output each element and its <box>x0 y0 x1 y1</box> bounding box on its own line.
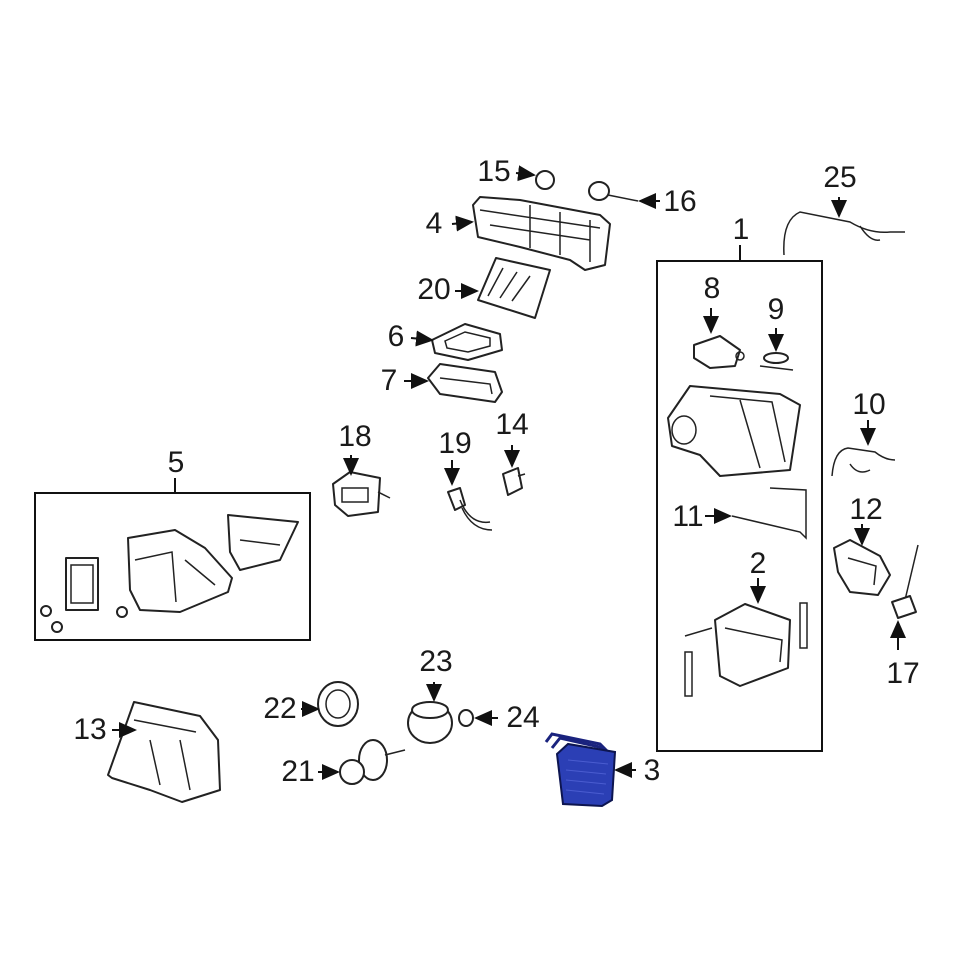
callout-6: 6 <box>387 320 405 353</box>
part-15-cap <box>515 165 555 190</box>
part-4-duct <box>451 196 611 271</box>
part-13-case <box>107 701 221 803</box>
callout-21: 21 <box>281 755 315 788</box>
callout-11: 11 <box>672 500 704 533</box>
part-5-contents <box>40 514 299 633</box>
callout-5: 5 <box>167 446 185 479</box>
part-17-sensor <box>890 544 919 650</box>
part-22-ring <box>301 681 359 727</box>
callout-22: 22 <box>263 692 297 725</box>
callout-2: 2 <box>749 547 767 580</box>
callout-13: 13 <box>73 713 107 746</box>
callout-1: 1 <box>732 213 750 246</box>
part-2-housing <box>684 578 808 697</box>
part-24-nut <box>458 709 498 727</box>
callout-23: 23 <box>419 645 453 678</box>
part-21-motor <box>318 739 406 785</box>
part-18-module <box>332 455 391 517</box>
part-16-sensor <box>588 181 660 209</box>
callout-19: 19 <box>438 427 472 460</box>
part-20-filter <box>455 257 551 319</box>
part-3-heater-core <box>544 732 636 808</box>
callout-7: 7 <box>380 364 398 397</box>
callout-8: 8 <box>703 272 721 305</box>
part-1-housing <box>667 385 801 477</box>
part-6-seal <box>410 323 503 361</box>
callout-24: 24 <box>506 701 540 734</box>
callout-14: 14 <box>495 408 529 441</box>
part-12-cover <box>833 524 891 596</box>
callout-25: 25 <box>823 161 857 194</box>
callout-4: 4 <box>425 207 443 240</box>
part-7-gasket <box>404 363 503 403</box>
assembly-5-frame <box>34 492 311 641</box>
part-11-rod <box>705 487 807 540</box>
part-23-wheel <box>407 682 453 744</box>
callout-15: 15 <box>477 155 511 188</box>
callout-3: 3 <box>643 754 661 787</box>
callout-20: 20 <box>417 273 451 306</box>
callout-17: 17 <box>886 657 920 690</box>
part-14-actuator <box>502 445 526 496</box>
callout-18: 18 <box>338 420 372 453</box>
callout-10: 10 <box>852 388 886 421</box>
part-10-harness <box>831 420 896 477</box>
callout-12: 12 <box>849 493 883 526</box>
part-25-harness <box>783 197 905 256</box>
callout-16: 16 <box>663 185 697 218</box>
part-9-clip <box>759 328 794 371</box>
part-8-actuator <box>693 308 745 369</box>
part-19-hose <box>444 460 493 531</box>
callout-9: 9 <box>767 293 785 326</box>
